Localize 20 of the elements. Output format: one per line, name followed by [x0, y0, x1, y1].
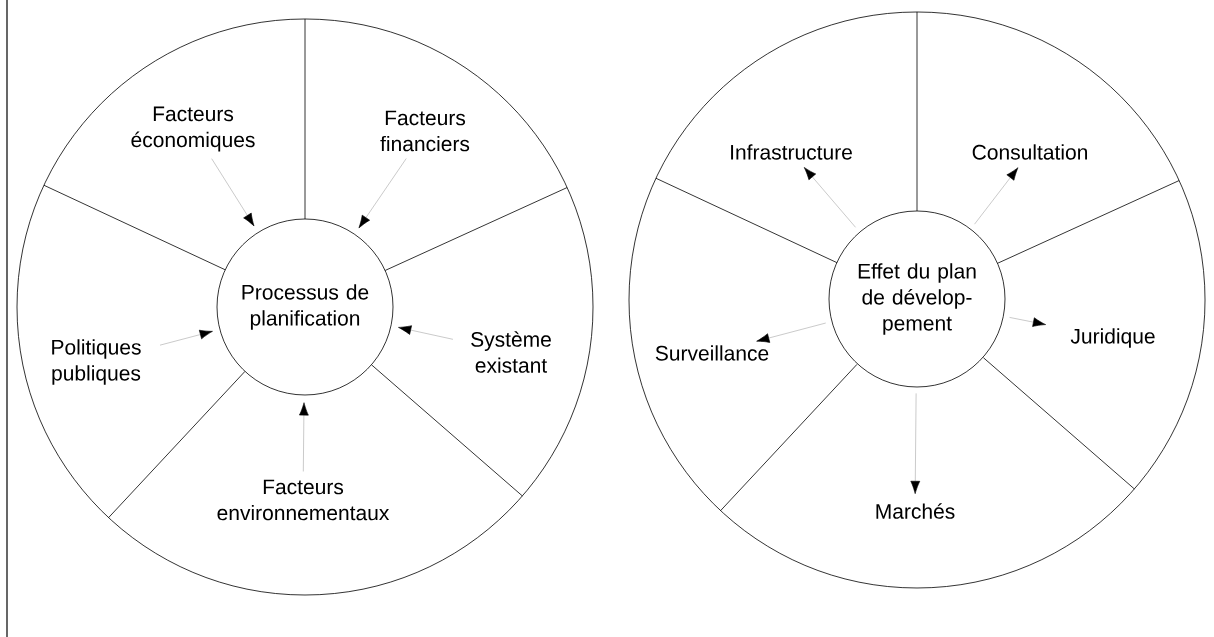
arrow: [974, 167, 1019, 225]
arrow: [910, 393, 921, 494]
arrow: [159, 329, 213, 346]
factor-label: Facteurs financiers: [380, 110, 470, 152]
arrow: [756, 322, 827, 343]
factor-label: Marchés: [876, 503, 955, 519]
arrow: [211, 158, 255, 227]
arrow: [803, 167, 856, 228]
factor-label: Consultation: [972, 144, 1087, 160]
arrow: [358, 158, 407, 229]
factor-label: Surveillance: [655, 345, 769, 361]
arrow: [299, 402, 309, 472]
factor-label: Facteurs environnementaux: [217, 479, 390, 521]
factor-label: Facteurs économiques: [131, 106, 255, 152]
factor-label: Politiques publiques: [52, 339, 141, 385]
arrow: [1009, 317, 1046, 327]
factor-label: Juridique: [1070, 328, 1155, 348]
arrow: [398, 325, 454, 340]
factor-label: Infrastructure: [731, 144, 852, 160]
factor-label: Système existant: [471, 331, 551, 373]
